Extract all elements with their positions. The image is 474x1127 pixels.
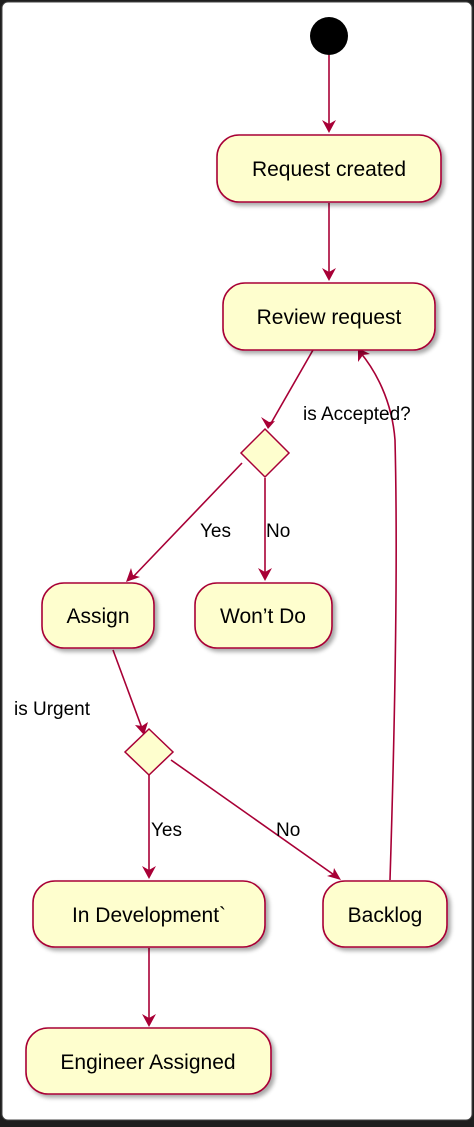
arrowhead-accepted: [261, 417, 275, 429]
start-node: [310, 17, 348, 55]
node-engineer-assigned-box: [25, 1027, 272, 1095]
node-engineer-assigned-label: Engineer Assigned: [60, 1051, 235, 1074]
edge-accepted-assign: [131, 462, 243, 579]
arrowhead-assign: [126, 568, 140, 582]
decision-is-accepted: [239, 427, 291, 479]
arrowhead-backlog: [327, 868, 341, 880]
decision-is-urgent: [123, 727, 175, 777]
edge-assign-urgent: [112, 649, 144, 732]
node-in-development-box: [32, 880, 266, 948]
node-review-request-label: Review request: [257, 306, 402, 329]
arrowhead-review: [322, 268, 336, 281]
node-backlog-label: Backlog: [348, 904, 423, 927]
edge-label-urgent-no: No: [276, 820, 300, 841]
node-review-request-box: [222, 282, 436, 351]
edge-review-accepted: [269, 349, 314, 426]
arrowheads: [126, 120, 370, 1027]
node-request-created-box: [216, 134, 442, 203]
arrowhead-wontdo: [258, 568, 272, 581]
arrowhead-indev: [142, 866, 156, 879]
arrowhead-engineer: [142, 1014, 156, 1027]
decision-is-accepted-label: is Accepted?: [303, 404, 411, 425]
node-request-created-label: Request created: [252, 158, 406, 181]
edge-backlog-review: [359, 351, 397, 881]
edge-label-urgent-yes: Yes: [151, 820, 182, 841]
arrowhead-review-loop: [358, 348, 370, 362]
edge-urgent-backlog: [170, 759, 338, 878]
node-assign-label: Assign: [66, 605, 129, 628]
arrowhead-request: [322, 120, 336, 133]
node-wont-do-box: [194, 582, 333, 649]
edge-label-accepted-yes: Yes: [200, 521, 231, 542]
node-wont-do-label: Won’t Do: [220, 605, 306, 628]
node-in-development-label: In Development`: [72, 904, 226, 927]
node-backlog-box: [322, 880, 448, 948]
edge-label-accepted-no: No: [266, 521, 290, 542]
decision-is-urgent-label: is Urgent: [14, 699, 91, 720]
arrowhead-urgent: [135, 722, 148, 735]
edges: [112, 55, 397, 1024]
node-assign-box: [41, 582, 155, 649]
